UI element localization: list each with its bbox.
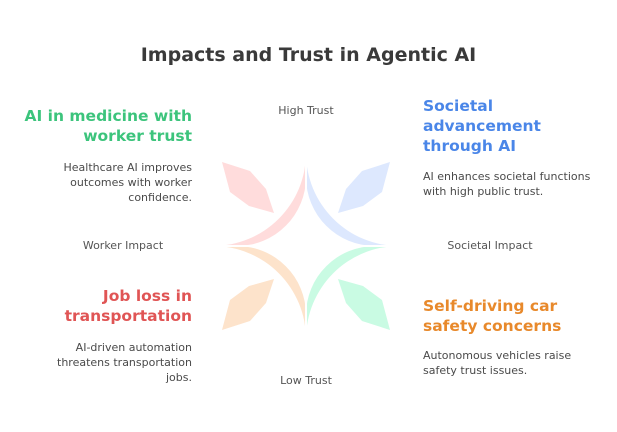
axis-label-high-trust: High Trust	[278, 104, 334, 117]
ring-segment-bottom-right	[306, 153, 399, 246]
arrowhead-icon	[222, 162, 274, 213]
quadrant-description-top-right: AI enhances societal functions with high…	[423, 170, 591, 198]
ring-arc	[306, 246, 399, 339]
axis-label-societal-impact: Societal Impact	[447, 239, 533, 252]
ring-arc	[213, 153, 306, 246]
axis-label-low-trust: Low Trust	[280, 374, 332, 387]
quadrant-heading-top-right: Societal advancement through AI	[423, 97, 541, 155]
quadrant-heading-top-left: AI in medicine with worker trust	[24, 107, 193, 145]
quadrant-heading-bottom-left: Job loss in transportation	[64, 287, 192, 325]
quadrant-description-top-left: Healthcare AI improves outcomes with wor…	[63, 161, 193, 204]
quadrant-heading-bottom-right: Self-driving car safety concerns	[423, 297, 562, 335]
diagram-title: Impacts and Trust in Agentic AI	[140, 44, 477, 66]
arrowhead-icon	[338, 162, 390, 213]
ring-segment-top-right	[306, 246, 399, 339]
quadrant-description-bottom-right: Autonomous vehicles raise safety trust i…	[423, 349, 572, 377]
ring-arc	[306, 153, 399, 246]
quadrant-description-bottom-left: AI-driven automation threatens transport…	[57, 341, 192, 384]
arrowhead-icon	[338, 279, 390, 330]
ring-segment-bottom-left	[213, 153, 306, 246]
ring-arc	[213, 246, 306, 339]
axis-label-worker-impact: Worker Impact	[82, 239, 164, 252]
ring-segment-top-left	[213, 246, 306, 339]
arrowhead-icon	[222, 279, 274, 330]
